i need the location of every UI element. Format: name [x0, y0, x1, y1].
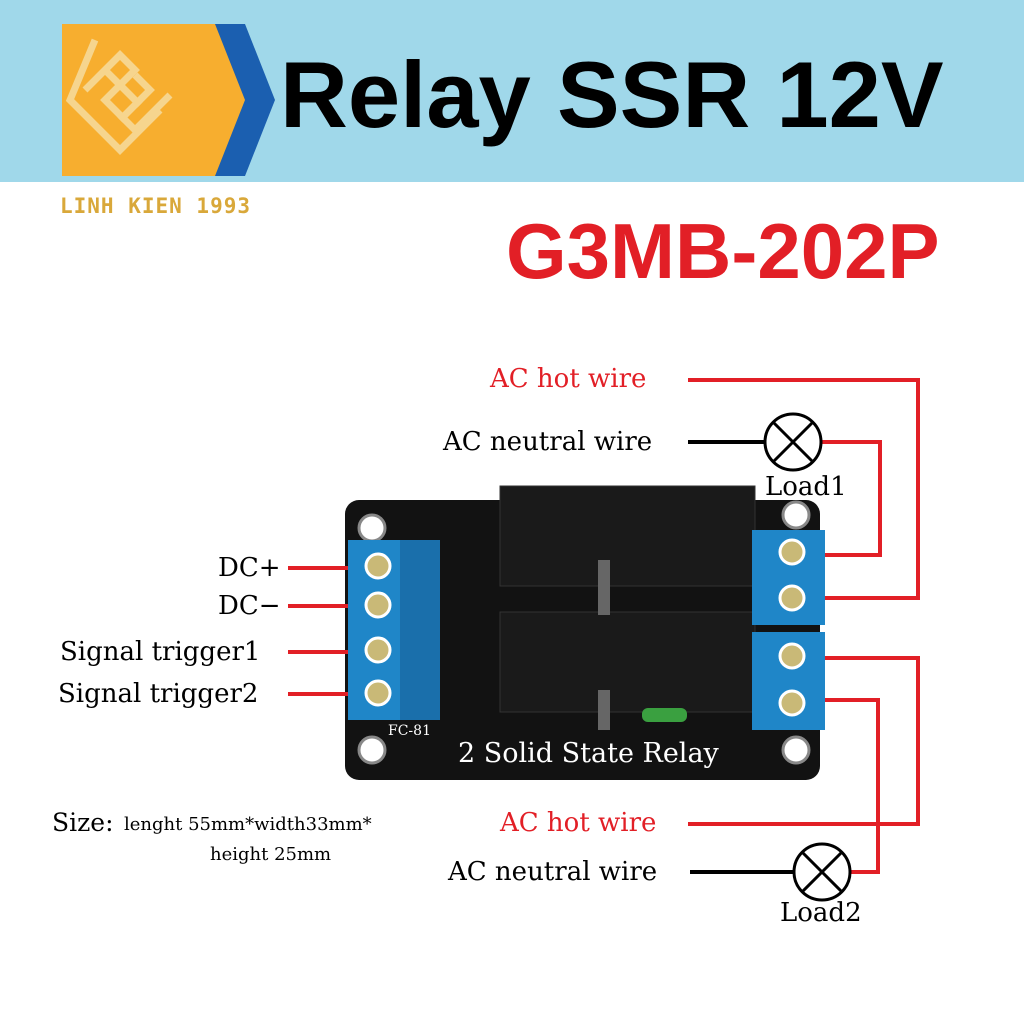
size-line1: lenght 55mm*width33mm* — [124, 814, 372, 835]
brand-name: LINH KIEN 1993 — [60, 194, 252, 218]
wire-load2 — [825, 698, 880, 874]
label-ac-neutral-2: AC neutral wire — [448, 857, 658, 887]
label-dc-minus: DC− — [218, 591, 281, 621]
model-number: G3MB-202P — [506, 207, 940, 295]
brand-logo — [62, 24, 275, 176]
lamp-icon — [763, 412, 823, 472]
relay-board — [345, 485, 825, 780]
wire-load1 — [821, 440, 882, 557]
board-label: 2 Solid State Relay — [458, 738, 719, 769]
label-ac-hot-2: AC hot wire — [500, 808, 657, 838]
wire-ac-hot-1 — [688, 378, 920, 600]
page-title: Relay SSR 12V — [280, 42, 944, 147]
label-dc-plus: DC+ — [218, 553, 281, 583]
label-load1: Load1 — [765, 472, 847, 502]
size-line2: height 25mm — [210, 844, 332, 865]
size-prefix: Size: — [52, 808, 114, 837]
label-ac-neutral-1: AC neutral wire — [443, 427, 653, 457]
wire-ac-hot-2 — [688, 656, 920, 826]
wires — [288, 378, 920, 874]
label-signal2: Signal trigger2 — [58, 679, 259, 709]
label-signal1: Signal trigger1 — [60, 637, 261, 667]
board-part: FC-81 — [388, 723, 431, 739]
lamp-icon — [792, 842, 852, 902]
label-ac-hot-1: AC hot wire — [490, 364, 647, 394]
label-load2: Load2 — [780, 898, 862, 928]
